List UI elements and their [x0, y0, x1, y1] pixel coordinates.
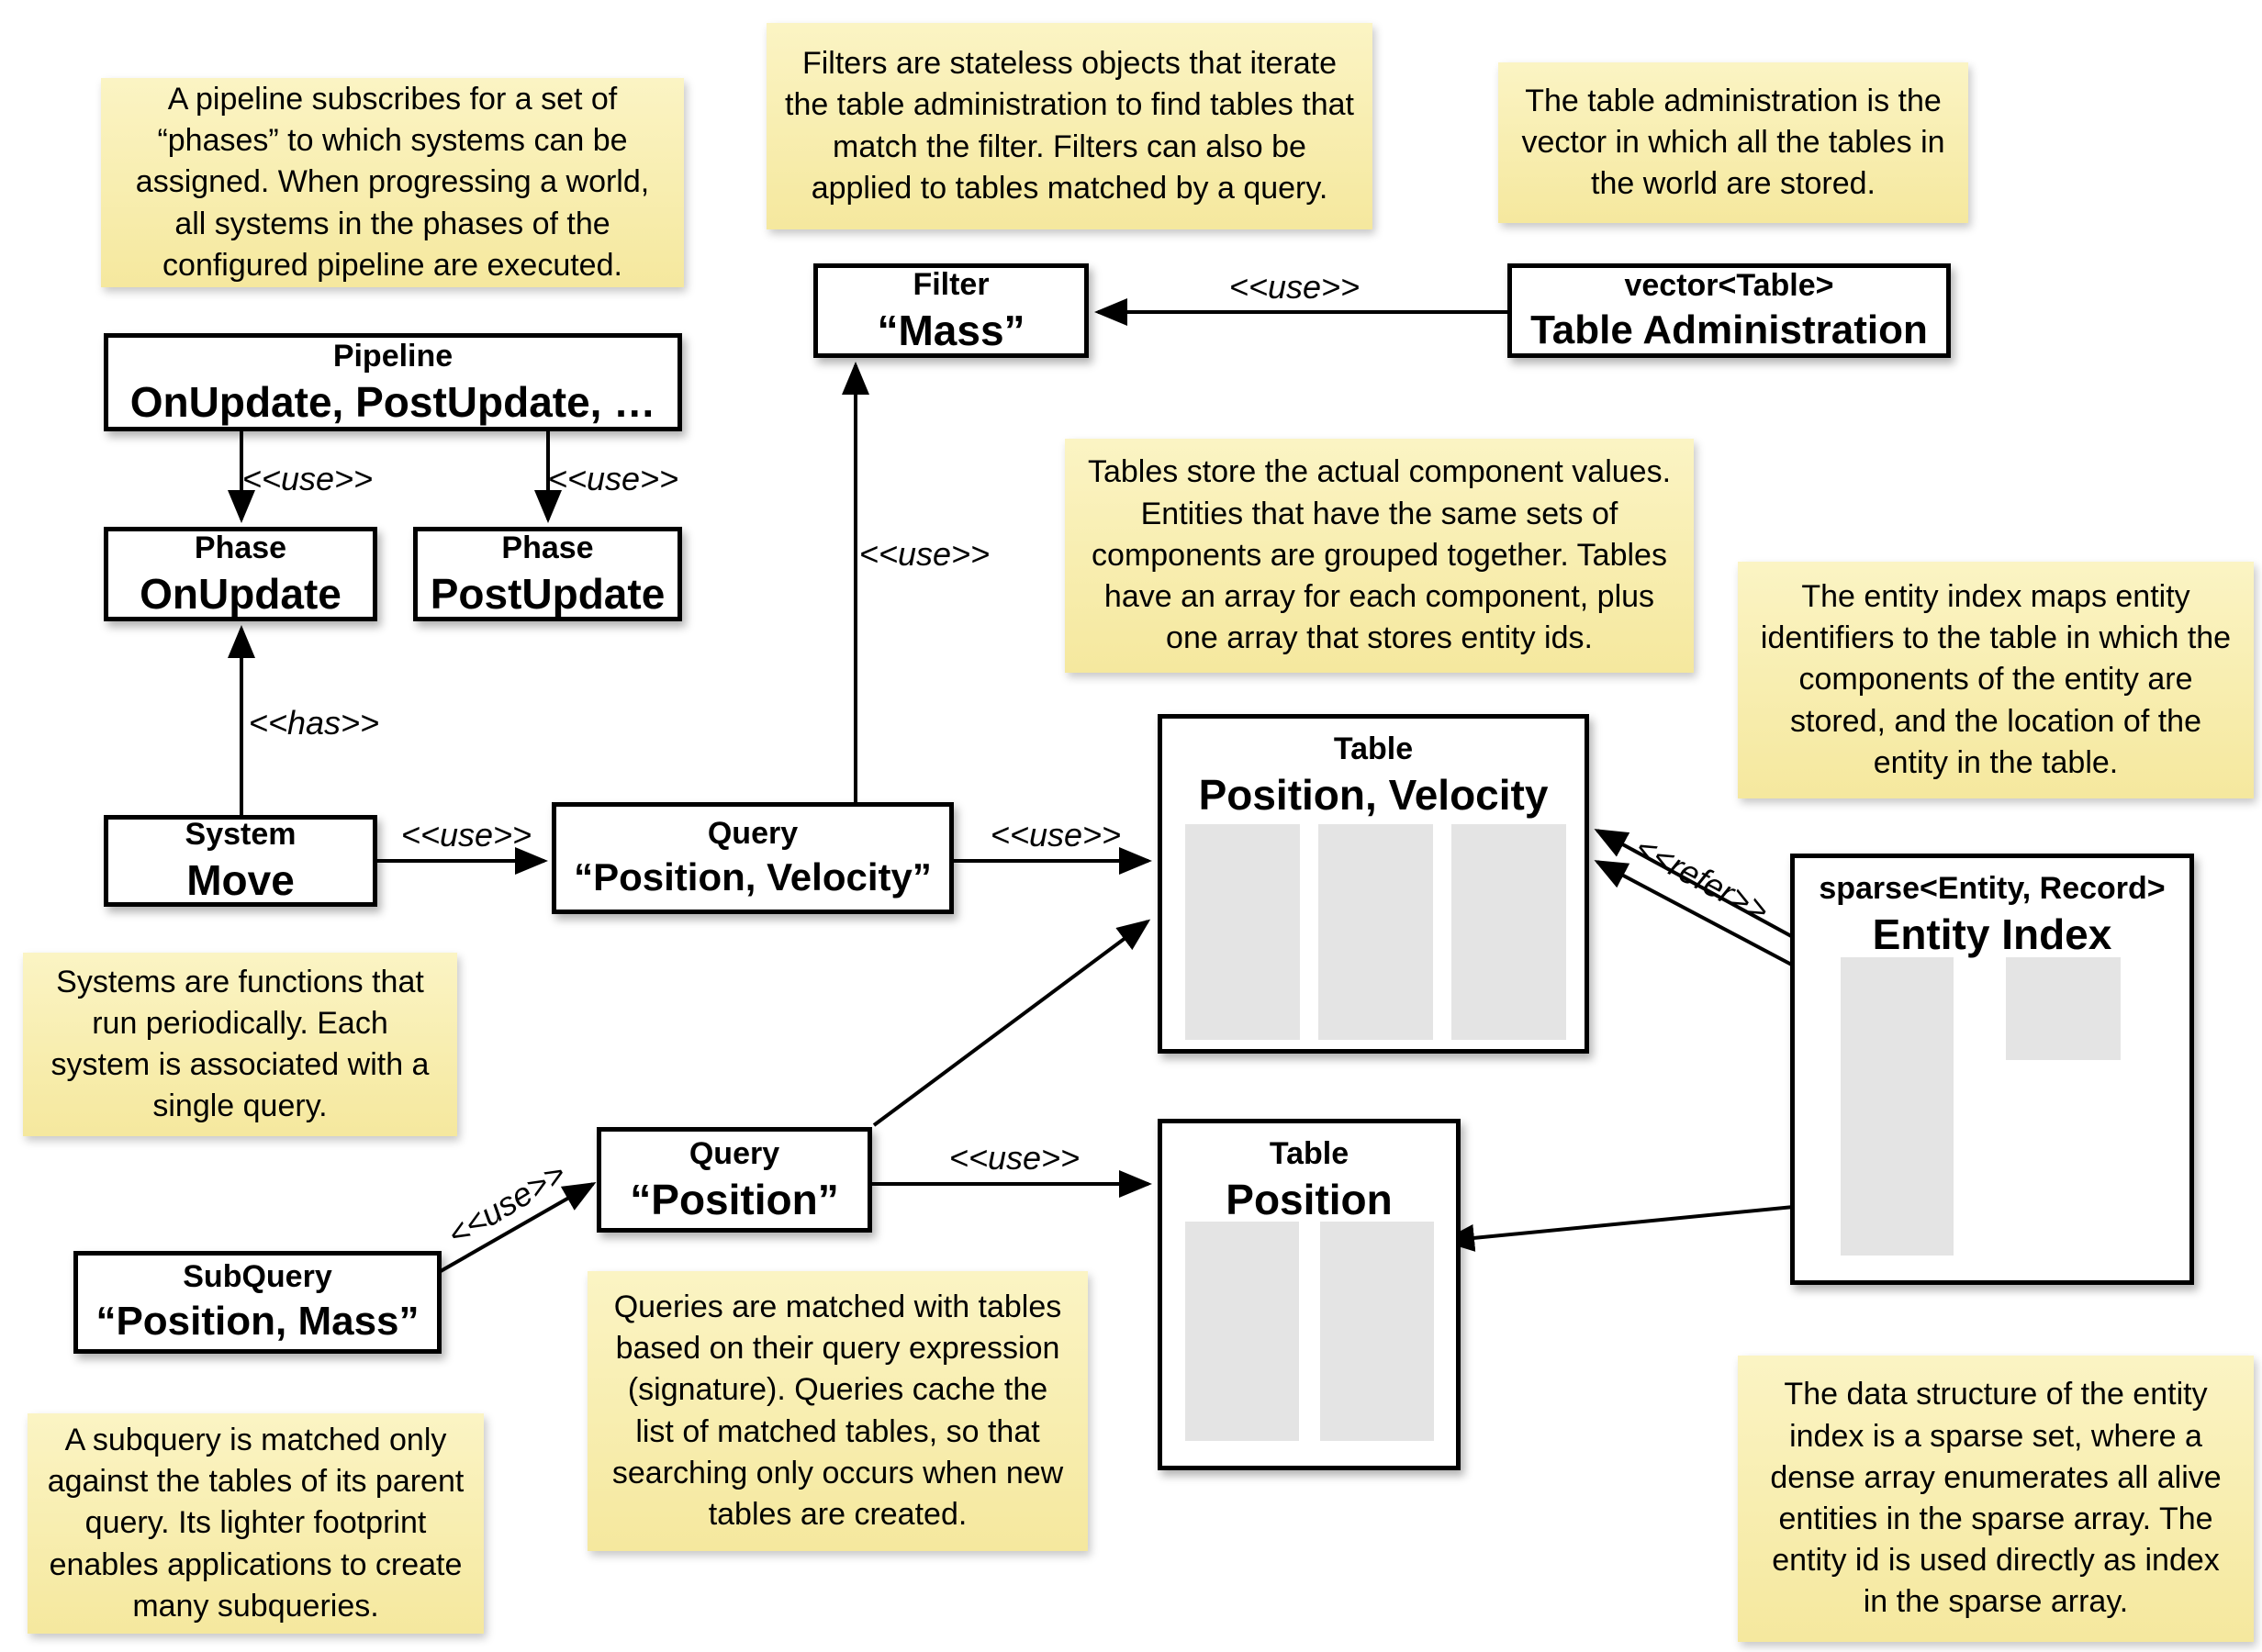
- box-query-position-velocity-name: “Position, Velocity”: [574, 855, 932, 899]
- box-phase-onupdate: Phase OnUpdate: [104, 527, 377, 621]
- component-array-column: [1185, 1222, 1299, 1441]
- edge-label-use-system-query: <<use>>: [400, 816, 532, 854]
- arrow-subquery-to-query-p: [440, 1182, 597, 1273]
- note-sparse-set: The data structure of the entity index i…: [1738, 1356, 2254, 1642]
- note-subquery-text: A subquery is matched only against the t…: [47, 1422, 465, 1624]
- edge-label-has-system-phase: <<has>>: [248, 704, 380, 742]
- box-table-administration-name: Table Administration: [1530, 307, 1928, 352]
- note-subquery: A subquery is matched only against the t…: [28, 1413, 484, 1634]
- box-system-move-name: Move: [186, 856, 295, 905]
- note-tables: Tables store the actual component values…: [1065, 439, 1694, 673]
- box-filter-mass-stereotype: Filter: [913, 266, 990, 302]
- note-systems: Systems are functions that run periodica…: [23, 953, 457, 1136]
- edge-label-use-pipeline-onupdate: <<use>>: [241, 460, 374, 497]
- box-table-position-stereotype: Table: [1269, 1136, 1349, 1171]
- arrow-query-p-to-table-pv: [872, 919, 1151, 1127]
- edge-label-use-query-filter: <<use>>: [858, 535, 991, 573]
- box-pipeline-stereotype: Pipeline: [332, 338, 454, 374]
- note-pipeline: A pipeline subscribes for a set of “phas…: [101, 78, 684, 287]
- box-subquery-position-mass-name: “Position, Mass”: [95, 1299, 420, 1345]
- box-table-administration-stereotype: vector<Table>: [1624, 267, 1834, 303]
- box-system-move-stereotype: System: [185, 817, 297, 853]
- box-query-position-velocity: Query “Position, Velocity”: [552, 802, 954, 914]
- note-table-admin-text: The table administration is the vector i…: [1521, 83, 1945, 202]
- component-array-column: [1318, 824, 1433, 1040]
- note-sparse-set-text: The data structure of the entity index i…: [1770, 1377, 2222, 1620]
- note-filters: Filters are stateless objects that itera…: [767, 23, 1372, 229]
- note-table-admin: The table administration is the vector i…: [1498, 62, 1968, 223]
- box-filter-mass: Filter “Mass”: [813, 263, 1089, 358]
- edge-label-use-query-table-pv: <<use>>: [990, 816, 1122, 854]
- sparse-array-column: [1841, 957, 1954, 1256]
- box-phase-postupdate-name: PostUpdate: [430, 569, 666, 618]
- note-queries-text: Queries are matched with tables based on…: [611, 1289, 1064, 1532]
- note-systems-text: Systems are functions that run periodica…: [50, 964, 430, 1124]
- note-filters-text: Filters are stateless objects that itera…: [785, 46, 1354, 206]
- box-entity-index: sparse<Entity, Record> Entity Index: [1790, 854, 2194, 1285]
- note-pipeline-text: A pipeline subscribes for a set of “phas…: [135, 81, 650, 283]
- box-query-position-name: “Position”: [630, 1175, 839, 1223]
- box-table-position-velocity-stereotype: Table: [1333, 731, 1414, 766]
- box-table-position: Table Position: [1158, 1119, 1461, 1470]
- box-entity-index-stereotype: sparse<Entity, Record>: [1819, 871, 2166, 906]
- dense-array-block: [2006, 957, 2121, 1060]
- box-pipeline: Pipeline OnUpdate, PostUpdate, …: [104, 333, 682, 431]
- arrow-index-to-table-p: [1441, 1200, 1842, 1252]
- box-phase-postupdate-stereotype: Phase: [501, 530, 594, 565]
- box-query-position-stereotype: Query: [689, 1135, 780, 1171]
- box-subquery-position-mass: SubQuery “Position, Mass”: [73, 1251, 442, 1354]
- box-filter-mass-name: “Mass”: [877, 306, 1025, 354]
- box-query-position: Query “Position”: [597, 1127, 872, 1233]
- component-array-column: [1185, 824, 1300, 1040]
- edge-label-use-query-table-p: <<use>>: [948, 1139, 1081, 1177]
- box-pipeline-name: OnUpdate, PostUpdate, …: [129, 377, 656, 426]
- note-entity-index-text: The entity index maps entity identifiers…: [1760, 578, 2232, 780]
- note-tables-text: Tables store the actual component values…: [1087, 454, 1672, 656]
- box-entity-index-name: Entity Index: [1872, 910, 2112, 959]
- box-table-position-name: Position: [1226, 1176, 1393, 1224]
- box-query-position-velocity-stereotype: Query: [707, 816, 799, 852]
- note-entity-index: The entity index maps entity identifiers…: [1738, 562, 2254, 798]
- note-queries: Queries are matched with tables based on…: [588, 1271, 1088, 1551]
- box-phase-postupdate: Phase PostUpdate: [413, 527, 682, 621]
- box-system-move: System Move: [104, 815, 377, 907]
- box-table-position-velocity: Table Position, Velocity: [1158, 714, 1589, 1054]
- box-table-administration: vector<Table> Table Administration: [1507, 263, 1951, 358]
- box-phase-onupdate-stereotype: Phase: [194, 530, 287, 565]
- box-table-position-velocity-name: Position, Velocity: [1198, 771, 1549, 820]
- component-array-column: [1451, 824, 1566, 1040]
- box-phase-onupdate-name: OnUpdate: [140, 569, 342, 618]
- edge-label-use-pipeline-postupdate: <<use>>: [547, 460, 679, 497]
- box-subquery-position-mass-stereotype: SubQuery: [183, 1259, 332, 1295]
- component-array-column: [1320, 1222, 1434, 1441]
- edge-label-use-admin-filter: <<use>>: [1228, 268, 1361, 306]
